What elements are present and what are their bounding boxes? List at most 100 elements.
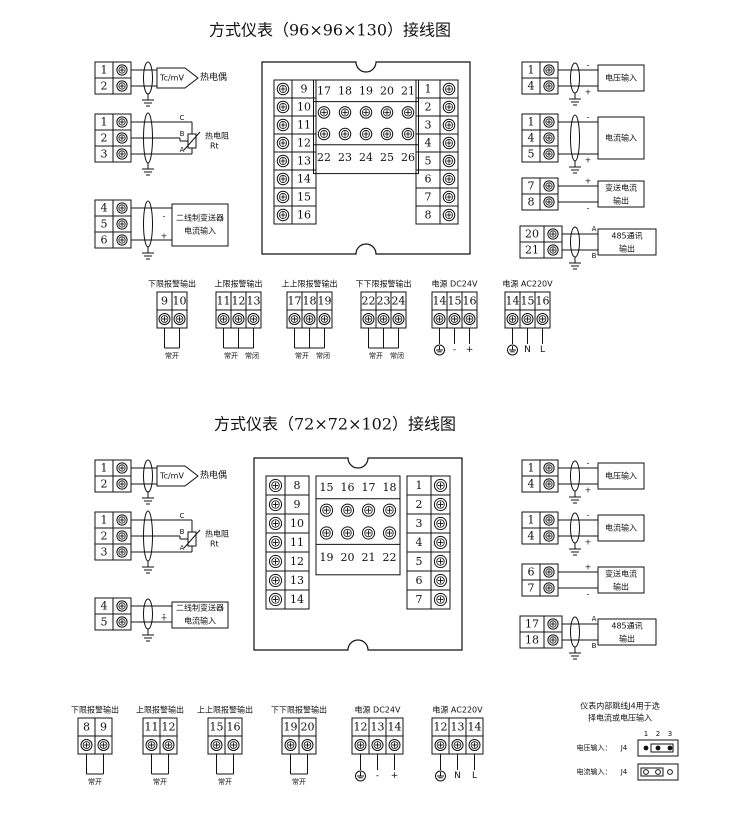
transmitter-label: 二线制变送器 (176, 603, 224, 613)
center-terminal-block (315, 475, 401, 576)
screw-terminal-icon (116, 218, 128, 230)
output-label: 电压输入 (605, 73, 637, 83)
center-number-bottom: 23 (338, 151, 352, 164)
contact-label: 常闭 (245, 351, 259, 360)
terminal-number: 1 (101, 462, 108, 475)
earth-terminal-icon (355, 770, 366, 782)
center-number-bottom: 25 (380, 151, 394, 164)
screw-terminal-icon (210, 739, 223, 751)
terminal-number: 18 (525, 634, 539, 647)
output-box (597, 462, 645, 490)
screw-terminal-icon (158, 313, 171, 325)
transmitter-box (171, 203, 229, 247)
screw-terminal-icon (268, 478, 283, 493)
screw-terminal-icon (116, 116, 128, 128)
rtd-label-rt: Rt (210, 540, 219, 549)
panel-terminal-number: 6 (425, 173, 432, 186)
screw-terminal-icon (361, 503, 376, 517)
panel-terminal-number: 16 (297, 209, 311, 222)
screw-terminal-icon (340, 526, 355, 540)
screw-terminal-icon (232, 313, 245, 325)
bottom-terminal-number: 14 (468, 721, 482, 734)
screw-terminal-icon (547, 618, 559, 630)
diagram-96-title: 方式仪表（96×96×130）接线图 (209, 21, 451, 40)
center-number-bottom: 26 (401, 151, 415, 164)
screw-terminal-icon (382, 526, 397, 540)
screw-terminal-icon (536, 313, 549, 325)
terminal-number: 6 (101, 234, 108, 247)
output-label: 变送电流 (605, 183, 637, 193)
panel-screw-cell (430, 589, 451, 610)
screw-terminal-icon (276, 100, 290, 114)
terminal-strip: 145 (521, 113, 559, 163)
bottom-terminal-number: 12 (354, 721, 368, 734)
screw-terminal-icon (433, 592, 448, 607)
terminal-number: 5 (101, 616, 108, 629)
jumper-pin-number: 3 (668, 730, 672, 738)
center-number-bottom: 20 (341, 551, 355, 564)
screw-terminal-icon (317, 127, 331, 141)
panel-terminal-number: 9 (301, 83, 308, 96)
screw-terminal-icon (145, 739, 158, 751)
panel-terminal-number: 15 (297, 191, 311, 204)
screw-terminal-icon (401, 106, 415, 119)
panel-terminal-number: 11 (290, 536, 304, 549)
cable-shield (570, 226, 580, 258)
screw-terminal-icon (338, 106, 352, 119)
thermocouple-label: 热电偶 (200, 469, 227, 481)
rtd-wire-label: C (180, 114, 185, 122)
panel-terminal-number: 10 (290, 517, 304, 530)
contact-label: 常闭 (390, 351, 404, 360)
screw-terminal-icon (338, 127, 352, 141)
terminal-strip: 123 (94, 113, 132, 163)
terminal-number: 1 (101, 64, 108, 77)
jumper-note-line2: 择电流或电压输入 (588, 713, 652, 723)
screw-terminal-icon (80, 739, 93, 751)
ground-icon (142, 247, 154, 260)
bottom-group-title: 上上限报警输出 (282, 279, 338, 289)
screw-terminal-icon (382, 503, 397, 517)
terminal-number: 1 (528, 514, 535, 527)
rtd-label: 热电阻 (205, 529, 229, 539)
screw-terminal-icon (268, 535, 283, 550)
terminal-number: 1 (528, 64, 535, 77)
jumper-pin (667, 745, 673, 751)
terminal-number: 5 (528, 148, 535, 161)
center-number-bottom: 22 (383, 551, 397, 564)
screw-terminal-icon (359, 106, 373, 119)
bottom-terminal-number: 15 (210, 721, 224, 734)
cable-shield (570, 460, 580, 492)
polarity-sign: + (585, 156, 592, 165)
ground-icon (569, 543, 581, 556)
bottom-group-title: 下限报警输出 (71, 705, 119, 715)
screw-terminal-icon (361, 526, 376, 540)
center-number-top: 17 (362, 481, 376, 494)
screw-terminal-icon (547, 634, 559, 646)
panel-terminal-number: 12 (297, 137, 311, 150)
bottom-terminal-number: 15 (448, 295, 462, 308)
jumper-current-label: 电流输入： (577, 767, 612, 776)
ground-icon (142, 94, 154, 107)
center-number-top: 18 (383, 481, 397, 494)
panel-terminal-number: 13 (290, 574, 304, 587)
terminal-number: 3 (101, 546, 108, 559)
terminal-number: 5 (101, 218, 108, 231)
terminal-number: 2 (101, 132, 108, 145)
panel-terminal-number: 7 (425, 191, 432, 204)
panel-number-cell (291, 205, 317, 225)
screw-terminal-icon (433, 313, 446, 325)
center-number-top: 20 (380, 84, 394, 97)
screw-terminal-icon (340, 503, 355, 517)
bottom-terminal-number: 16 (463, 295, 477, 308)
bottom-terminal-number: 13 (451, 721, 465, 734)
screw-terminal-icon (543, 478, 555, 490)
ground-icon (569, 647, 581, 660)
terminal-strip: 78 (521, 177, 559, 211)
screw-terminal-icon (227, 739, 240, 751)
jumper-pin-number: 1 (644, 730, 648, 738)
cable-shield (570, 512, 580, 544)
